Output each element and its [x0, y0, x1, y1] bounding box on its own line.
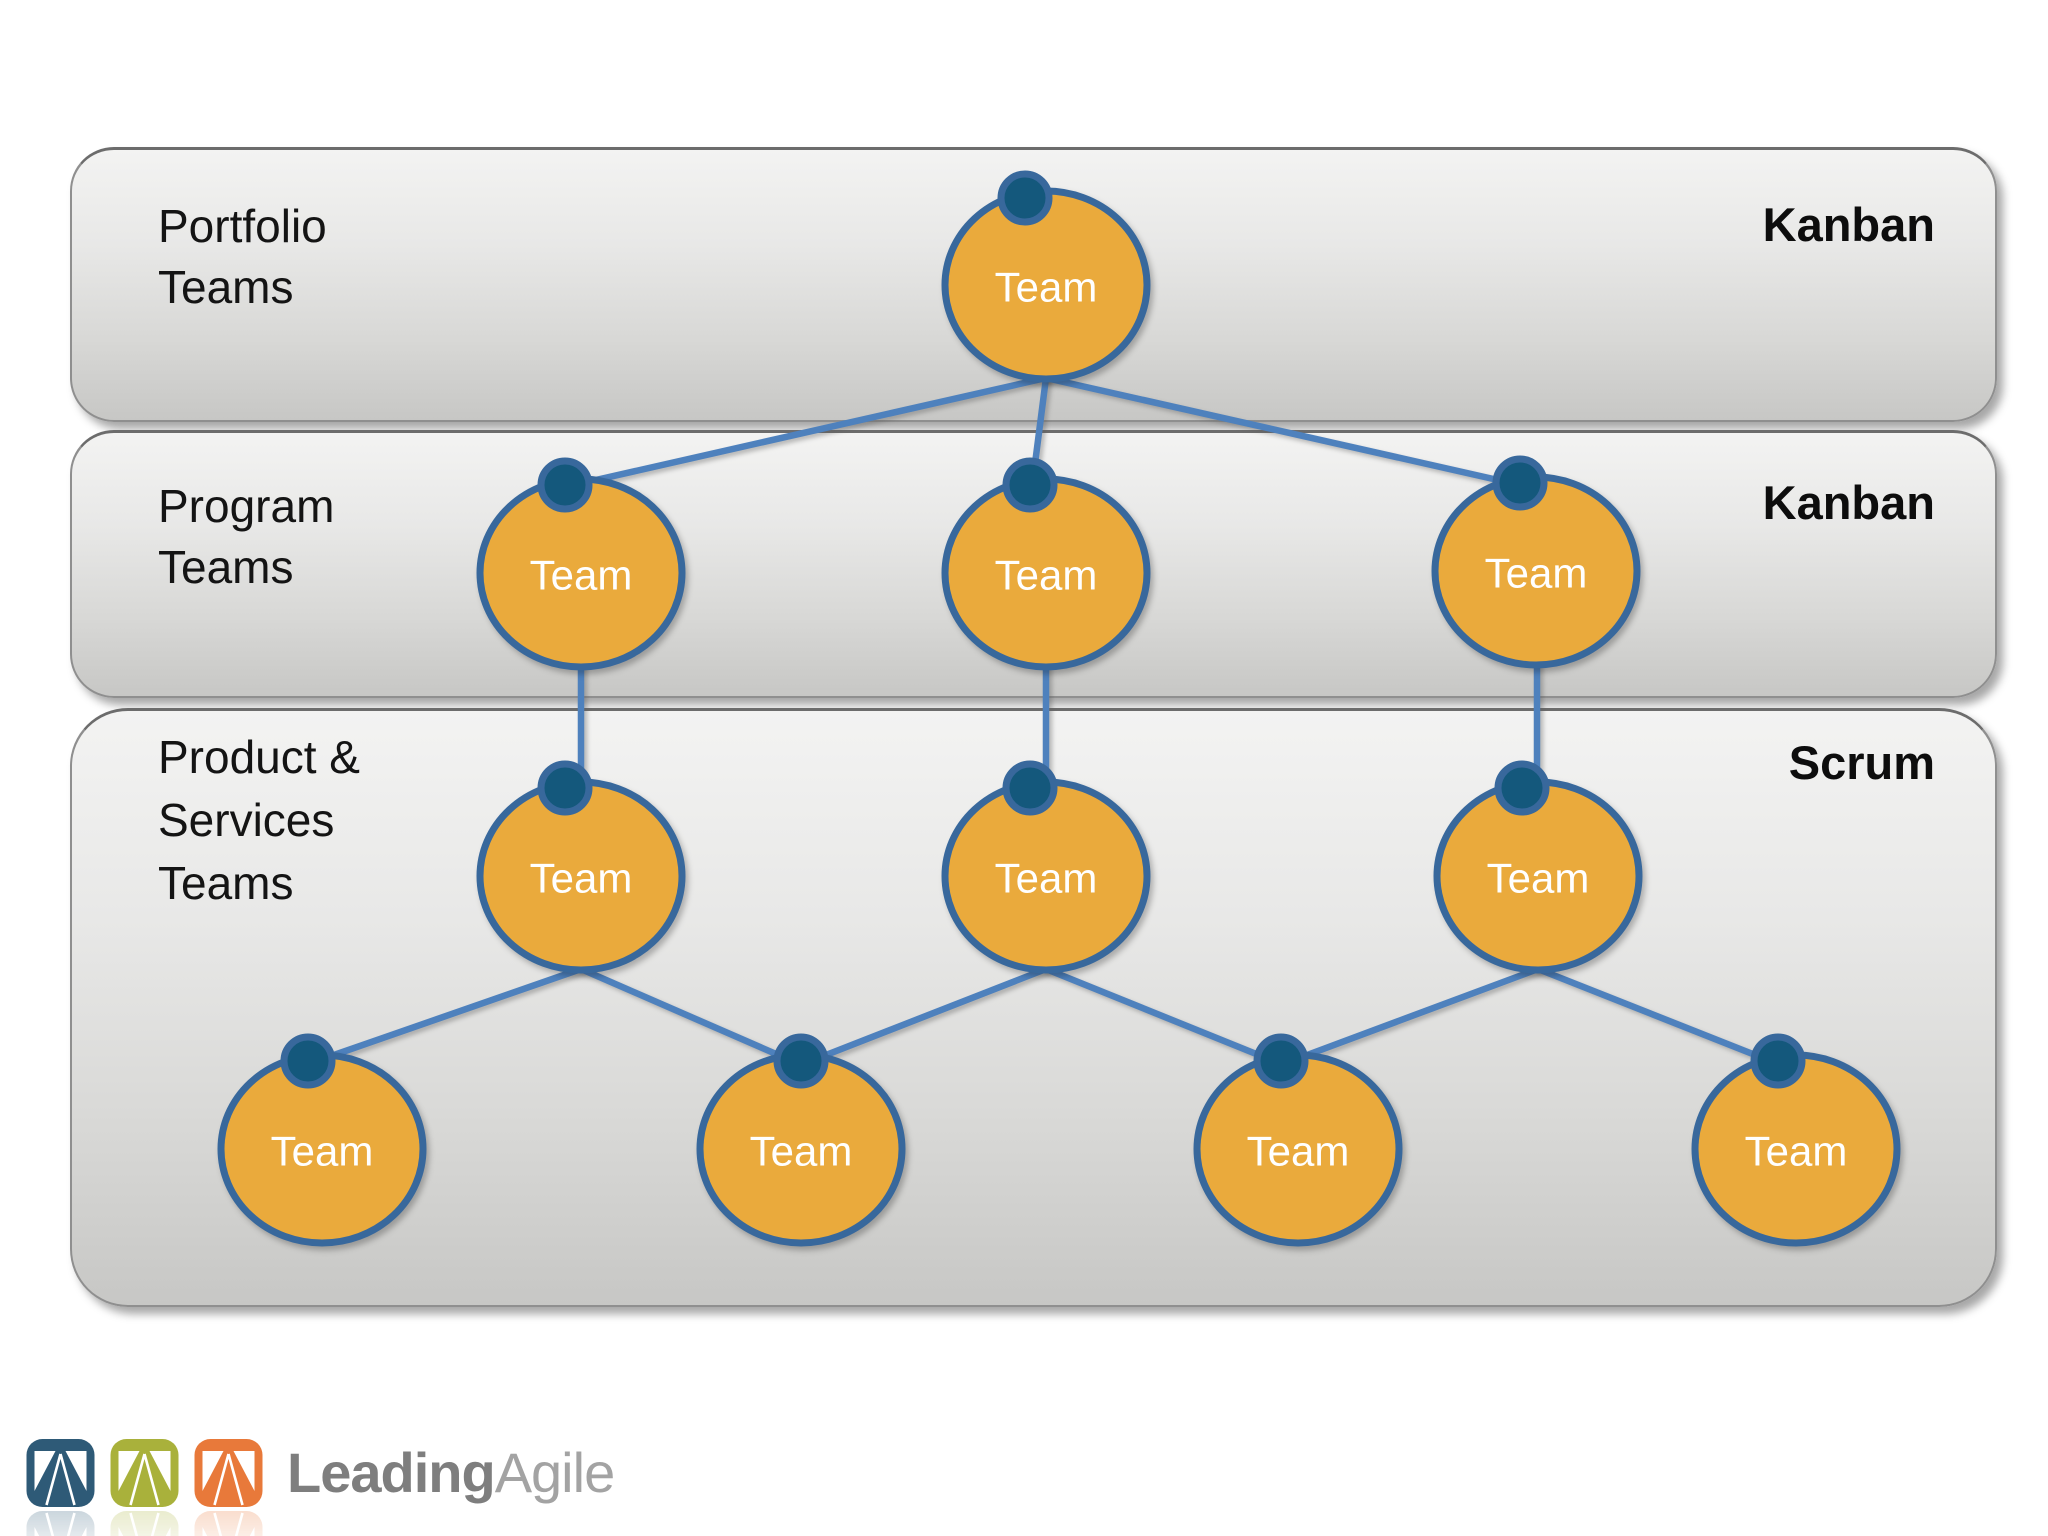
logo-tiles [25, 1438, 264, 1508]
team-node-delivery-3: Team [1193, 1051, 1403, 1247]
label-line: Product & [158, 731, 360, 783]
team-lead-dot [1002, 457, 1058, 513]
team-node-product-1: Team [476, 778, 686, 974]
connector-line [1279, 965, 1542, 1068]
team-lead-dot [1253, 1033, 1309, 1089]
team-lead-dot [997, 170, 1053, 226]
svg-text:Team: Team [1247, 1128, 1350, 1175]
connector-line [799, 965, 1050, 1068]
program-teams-label: Program Teams [158, 476, 334, 598]
connector-line [561, 374, 1050, 491]
connector-line [577, 965, 803, 1068]
connector-line [1042, 965, 1285, 1068]
portfolio-teams-label: Portfolio Teams [158, 196, 327, 318]
product-method-label: Scrum [1788, 736, 1935, 789]
team-node-portfolio-1: Team [941, 187, 1151, 383]
program-method-label: Kanban [1762, 476, 1935, 529]
label-line: Teams [158, 857, 294, 909]
team-lead-dot [1492, 455, 1548, 511]
label-line: Program [158, 480, 335, 532]
svg-text:Team: Team [995, 552, 1098, 599]
team-node-delivery-4: Team [1691, 1051, 1901, 1247]
team-node-delivery-2: Team [696, 1051, 906, 1247]
svg-text:Team: Team [271, 1128, 374, 1175]
svg-text:Team: Team [995, 855, 1098, 902]
team-node-delivery-1: Team [217, 1051, 427, 1247]
svg-text:Team: Team [530, 855, 633, 902]
svg-text:Team: Team [1745, 1128, 1848, 1175]
connector-line [304, 965, 585, 1068]
team-lead-dot [1002, 760, 1058, 816]
label-line: Teams [158, 261, 294, 313]
team-lead-dot [773, 1033, 829, 1089]
logo-word-leading: Leading [287, 1441, 496, 1504]
logo-wordmark: LeadingAgile [287, 1438, 616, 1508]
team-node-product-2: Team [941, 778, 1151, 974]
svg-text:Team: Team [1485, 550, 1588, 597]
team-lead-dot [280, 1033, 336, 1089]
label-line: Portfolio [158, 200, 327, 252]
team-lead-dot [537, 457, 593, 513]
team-lead-dot [1750, 1033, 1806, 1089]
svg-text:Team: Team [995, 264, 1098, 311]
svg-text:Team: Team [1487, 855, 1590, 902]
connector-line [1042, 374, 1524, 489]
team-lead-dot [537, 760, 593, 816]
product-services-teams-label: Product & Services Teams [158, 726, 360, 915]
logo-mountain-orange-icon [194, 1439, 263, 1507]
logo-mountain-blue-icon [26, 1439, 95, 1507]
logo-word-agile: Agile [494, 1441, 616, 1504]
logo-tiles-reflection [25, 1510, 264, 1536]
label-line: Teams [158, 541, 294, 593]
team-lead-dot [1494, 760, 1550, 816]
connector-line [1534, 965, 1782, 1068]
svg-text:Team: Team [750, 1128, 853, 1175]
portfolio-method-label: Kanban [1762, 198, 1935, 251]
team-node-program-2: Team [941, 475, 1151, 671]
logo-mountain-olive-icon [110, 1439, 179, 1507]
svg-text:Team: Team [530, 552, 633, 599]
label-line: Services [158, 794, 335, 846]
